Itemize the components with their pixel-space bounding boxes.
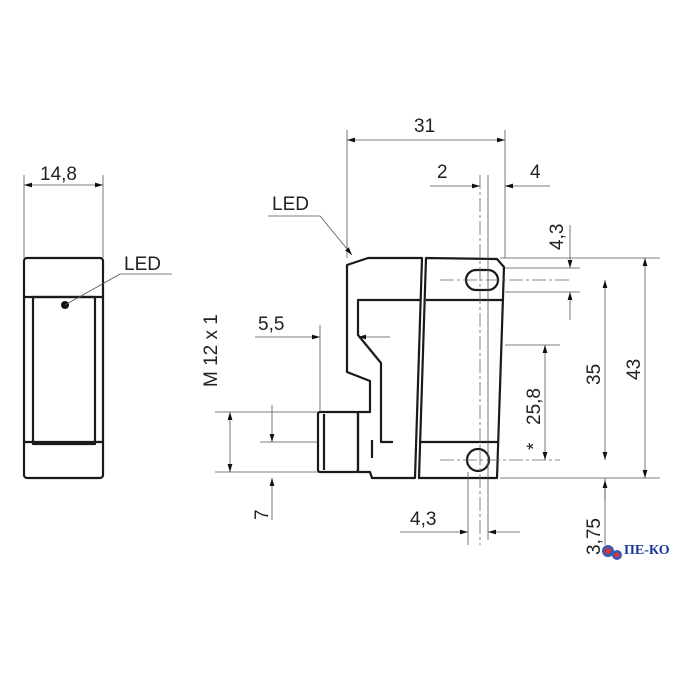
dimension-lines [215,130,660,545]
dim-5-5: 5,5 [258,314,284,335]
dim-2: 2 [437,162,448,183]
dim-4-3: 4,3 [410,509,436,530]
dim-35: 35 [584,364,605,385]
thread-label: M 12 x 1 [201,314,222,387]
led-label-front: LED [272,194,309,215]
logo-text: ПЕ-КО [624,543,670,558]
logo: ПЕ-КО [598,543,670,559]
sensor-body [316,175,570,545]
star-mark: * [524,442,545,450]
dim-31: 31 [414,116,435,137]
dim-7: 7 [252,509,273,520]
dim-3-75: 3,75 [584,518,605,555]
gear-icon [602,545,622,560]
dim-4: 4 [530,162,541,183]
side-view [22,175,172,480]
dim-43: 43 [624,359,645,380]
dim-25-8: 25,8 [524,388,545,425]
dim-4-3-top: 4,3 [547,224,568,250]
dim-14-8: 14,8 [40,164,77,185]
dimension-labels: 14,8 LED 31 2 4 LED 5,5 4,3 M 12 x 1 7 4… [40,116,645,555]
led-label-side: LED [124,254,161,275]
